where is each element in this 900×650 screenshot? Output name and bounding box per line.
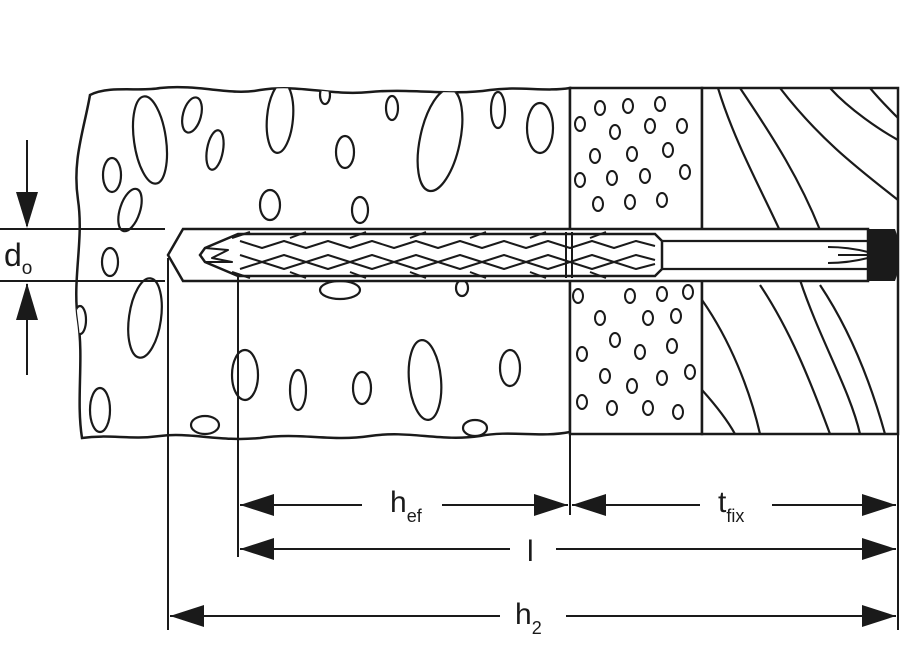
anchor-length-label: l [527, 535, 534, 568]
dimension-anchor-length [240, 538, 896, 560]
dimension-hole-diameter [0, 140, 165, 375]
concrete-aggregate-stones [76, 87, 555, 438]
screw-head [868, 229, 898, 281]
dimension-fixture-thickness [572, 494, 896, 516]
hole-diameter-label: do [4, 237, 32, 279]
effective-depth-label: hef [390, 486, 423, 526]
fixture-thickness-label: tfix [718, 486, 744, 526]
dimension-hole-depth [170, 605, 896, 627]
dimension-extension-lines [167, 258, 899, 630]
screw [662, 229, 898, 281]
anchor-plug [198, 231, 664, 279]
hole-depth-label: h2 [515, 598, 542, 638]
dimension-effective-depth [240, 494, 568, 516]
